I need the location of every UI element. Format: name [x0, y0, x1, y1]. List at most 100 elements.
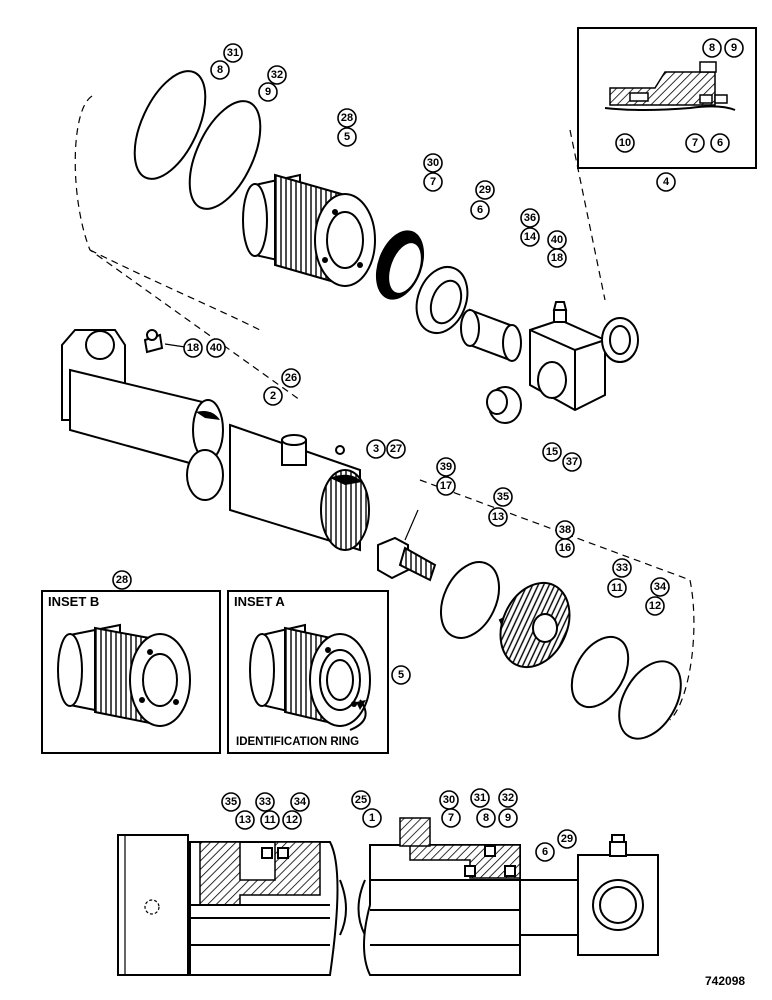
- callout-d9: 9: [724, 38, 744, 58]
- callout-number: 9: [731, 42, 737, 54]
- callout-c8a: 8: [210, 60, 230, 80]
- callout-number: 3: [373, 443, 379, 455]
- cylinder-barrel-part: [61, 329, 370, 552]
- identification-ring-label: IDENTIFICATION RING: [236, 736, 359, 748]
- callout-circle: [183, 338, 203, 358]
- callout-c27: 27: [386, 439, 406, 459]
- callout-circle: [337, 108, 357, 128]
- callout-b32: 32: [498, 788, 518, 808]
- inset-a-box: INSET A IDENTIFICATION RING: [227, 590, 389, 754]
- callout-circle: [263, 386, 283, 406]
- callout-circle: [645, 596, 665, 616]
- callout-number: 27: [390, 443, 402, 455]
- callout-circle: [535, 842, 555, 862]
- callout-circle: [112, 570, 132, 590]
- callout-circle: [612, 558, 632, 578]
- callout-d7: 7: [685, 133, 705, 153]
- callout-circle: [607, 578, 627, 598]
- callout-circle: [366, 439, 386, 459]
- callout-number: 15: [546, 446, 558, 458]
- callout-c36: 36: [520, 208, 540, 228]
- callout-b12: 12: [282, 810, 302, 830]
- callout-b29: 29: [557, 829, 577, 849]
- callout-number: 6: [717, 137, 723, 149]
- callout-b25: 25: [351, 790, 371, 810]
- inset-b-box: INSET B: [41, 590, 221, 754]
- assembled-cross-section: [117, 817, 659, 976]
- callout-circle: [386, 439, 406, 459]
- callout-number: 13: [239, 814, 251, 826]
- callout-inseta5: 5: [391, 665, 411, 685]
- callout-b1: 1: [362, 808, 382, 828]
- callout-circle: [470, 788, 490, 808]
- callout-circle: [290, 792, 310, 812]
- callout-c40b: 40: [206, 338, 226, 358]
- callout-b33: 33: [255, 792, 275, 812]
- callout-circle: [656, 172, 676, 192]
- callout-c34: 34: [650, 577, 670, 597]
- callout-circle: [258, 82, 278, 102]
- snap-ring-8: [133, 70, 207, 180]
- callout-circle: [441, 808, 461, 828]
- callout-c32: 32: [267, 65, 287, 85]
- callout-circle: [362, 808, 382, 828]
- callout-circle: [235, 810, 255, 830]
- callout-circle: [542, 442, 562, 462]
- callout-c31: 31: [223, 43, 243, 63]
- callout-circle: [260, 810, 280, 830]
- callout-number: 34: [654, 581, 667, 593]
- callout-b30: 30: [439, 790, 459, 810]
- callout-number: 38: [559, 524, 571, 536]
- callout-b35: 35: [221, 792, 241, 812]
- callout-number: 16: [559, 542, 571, 554]
- inset-a-label: INSET A: [234, 594, 285, 609]
- callout-number: 35: [497, 491, 509, 503]
- callout-c18a: 18: [547, 248, 567, 268]
- callout-c11: 11: [607, 578, 627, 598]
- callout-b8: 8: [476, 808, 496, 828]
- piston-bolt-17: [377, 509, 437, 582]
- callout-circle: [562, 452, 582, 472]
- callout-number: 39: [440, 461, 452, 473]
- callout-number: 12: [649, 600, 661, 612]
- callout-number: 29: [561, 833, 573, 845]
- callout-circle: [221, 792, 241, 812]
- callout-c33: 33: [612, 558, 632, 578]
- callout-c40a: 40: [547, 230, 567, 250]
- callout-number: 33: [616, 562, 628, 574]
- callout-circle: [351, 790, 371, 810]
- callout-circle: [210, 60, 230, 80]
- callout-circle: [724, 38, 744, 58]
- callout-number: 2: [270, 390, 276, 402]
- cylinder-head-part: [242, 173, 376, 287]
- grease-fitting-18: [143, 329, 186, 354]
- callout-circle: [391, 665, 411, 685]
- callout-number: 9: [265, 86, 271, 98]
- callout-number: 30: [443, 794, 455, 806]
- o-ring-11: [570, 635, 630, 709]
- backup-ring-12: [618, 660, 682, 740]
- callout-insetb28: 28: [112, 570, 132, 590]
- callout-circle: [423, 172, 443, 192]
- callout-number: 1: [369, 812, 375, 824]
- callout-number: 7: [430, 176, 436, 188]
- callout-circle: [282, 810, 302, 830]
- callout-number: 25: [355, 794, 367, 806]
- callout-b9: 9: [498, 808, 518, 828]
- callout-number: 40: [210, 342, 222, 354]
- callout-circle: [650, 577, 670, 597]
- callout-number: 8: [217, 64, 223, 76]
- callout-circle: [470, 200, 490, 220]
- callout-number: 4: [663, 176, 670, 188]
- callout-circle: [436, 476, 456, 496]
- callout-circle: [557, 829, 577, 849]
- assembly-outline: [74, 95, 695, 721]
- callout-number: 5: [398, 669, 404, 681]
- callout-number: 29: [479, 184, 491, 196]
- callout-circle: [520, 208, 540, 228]
- callout-number: 6: [477, 204, 483, 216]
- callout-d8: 8: [702, 38, 722, 58]
- callout-b6: 6: [535, 842, 555, 862]
- callout-number: 7: [692, 137, 698, 149]
